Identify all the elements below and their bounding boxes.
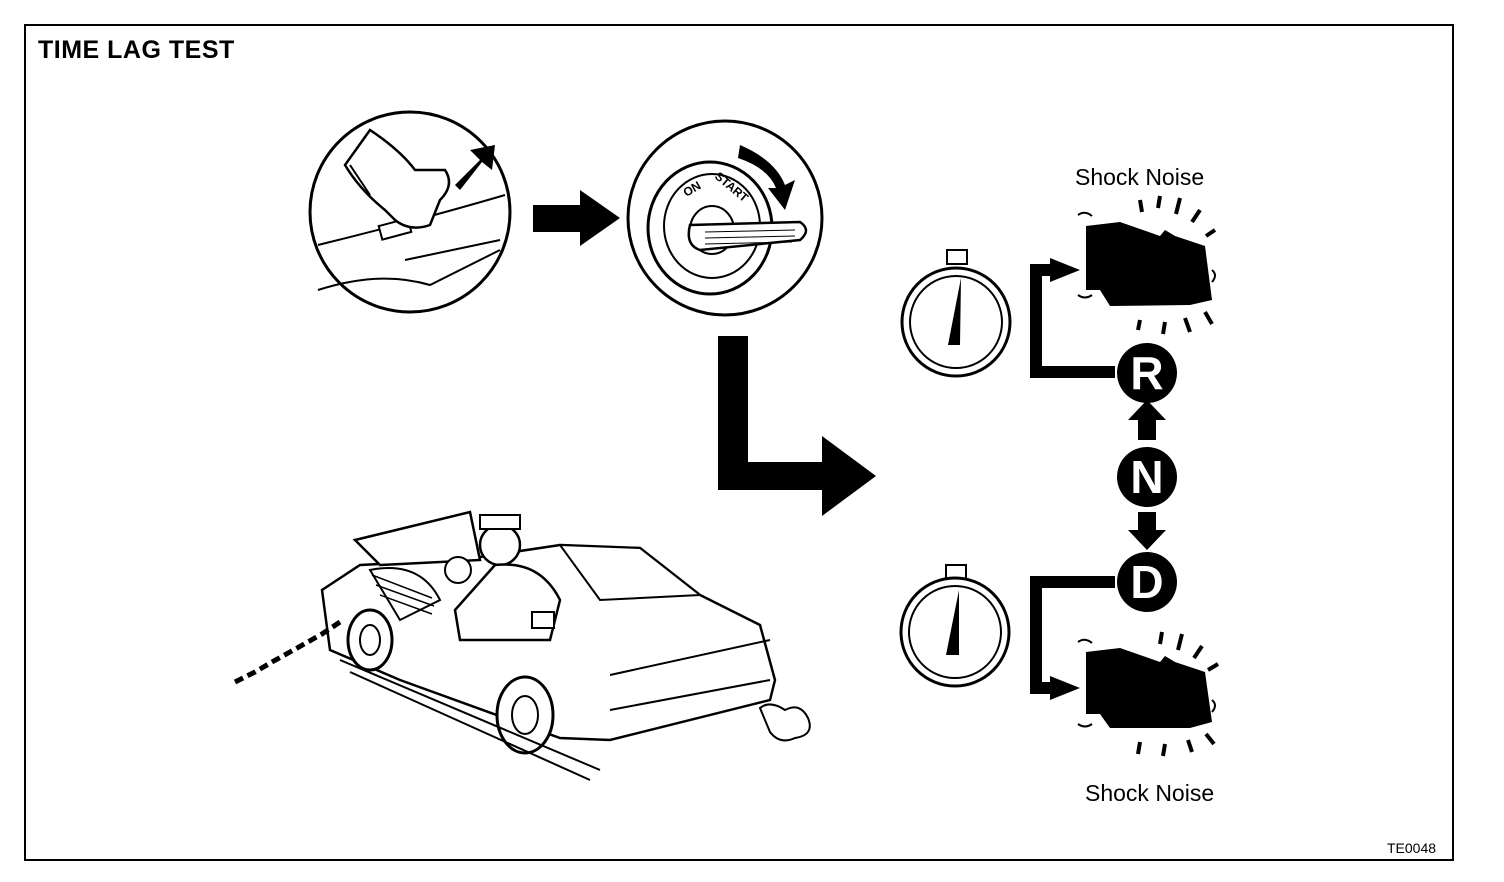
shock-noise-top-label: Shock Noise	[1075, 164, 1205, 190]
bracket-arrow-drive	[1030, 576, 1115, 700]
stopwatch-top-icon	[900, 249, 1012, 378]
gear-neutral-badge: N	[1117, 447, 1177, 507]
shock-noise-bottom-label: Shock Noise	[1085, 780, 1215, 806]
transmission-top-icon	[1077, 195, 1217, 335]
ignition-switch-illustration	[626, 119, 824, 317]
arrow-neutral-to-drive	[1128, 512, 1166, 550]
parking-brake-illustration	[308, 110, 512, 314]
arrow-neutral-to-reverse	[1128, 400, 1166, 440]
bracket-arrow-reverse	[1030, 258, 1115, 378]
process-arrow	[718, 336, 876, 516]
car-illustration	[233, 510, 811, 781]
step-arrow-right	[533, 190, 620, 246]
gear-reverse-badge: R	[1117, 343, 1177, 403]
diagram-frame	[24, 24, 1454, 861]
figure-code: TE0048	[1387, 840, 1437, 856]
diagram-title: TIME LAG TEST	[38, 36, 235, 64]
transmission-bottom-icon	[1077, 631, 1220, 757]
stopwatch-bottom-icon	[899, 564, 1011, 688]
gear-drive-badge: D	[1117, 552, 1177, 612]
